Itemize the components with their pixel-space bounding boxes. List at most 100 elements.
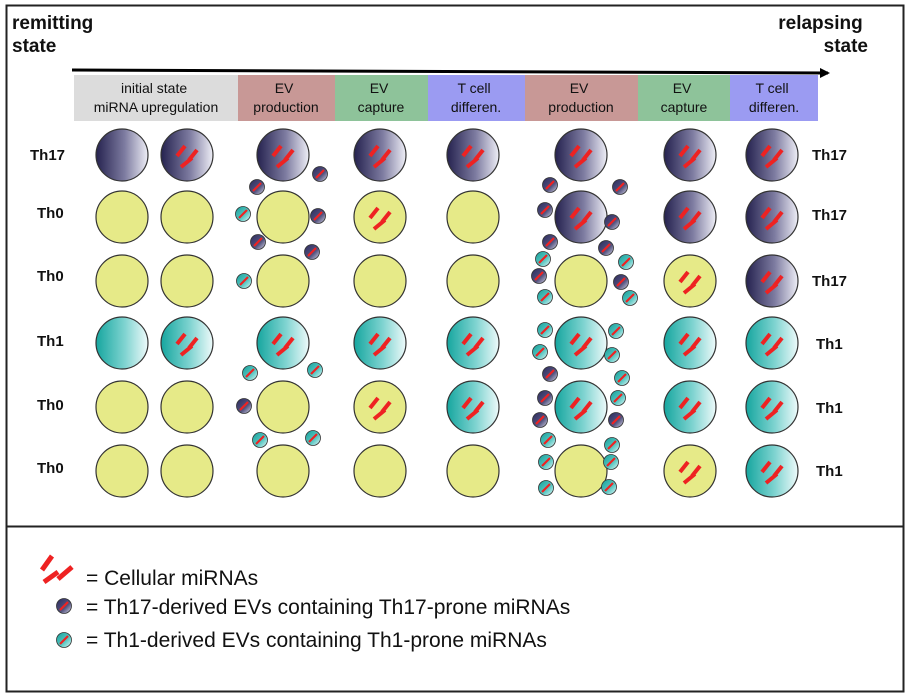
legend-mirna-icon (39, 554, 74, 585)
stage-5-box (525, 75, 638, 121)
cell-r2-c1 (95, 190, 149, 244)
ev-particle-35 (540, 432, 556, 448)
ev-particle-5 (250, 234, 266, 250)
start-label-line-2: state (12, 36, 56, 57)
row-1-end-label: Th17 (812, 147, 847, 164)
ev-particle-14 (612, 179, 628, 195)
cell-r6-c7 (663, 444, 717, 498)
row-6-end-label: Th1 (816, 463, 843, 480)
ev-particle-17 (542, 234, 558, 250)
legend-frame (5, 525, 905, 693)
cell-r4-c8 (745, 316, 799, 370)
ev-particle-26 (608, 323, 624, 339)
ev-particle-36 (604, 437, 620, 453)
cell-r5-c5 (446, 380, 500, 434)
cell-r6-c4 (353, 444, 407, 498)
cell-r5-c8 (745, 380, 799, 434)
cell-r6-c8 (745, 444, 799, 498)
stage-3-box (335, 75, 428, 121)
legend-th1-ev-icon (56, 632, 72, 648)
cell-r5-c6 (554, 380, 608, 434)
ev-particle-6 (304, 244, 320, 260)
ev-particle-32 (610, 390, 626, 406)
cell-r1-c2 (160, 128, 214, 182)
cell-r5-c4 (353, 380, 407, 434)
ev-particle-21 (531, 268, 547, 284)
cell-r4-c7 (663, 316, 717, 370)
row-3-start-label: Th0 (37, 268, 64, 285)
stage-1-label: initial state miRNA upregulation (94, 80, 219, 115)
cell-r1-c8 (745, 128, 799, 182)
cell-grid (95, 128, 799, 498)
stage-4-box (428, 75, 525, 121)
stage-2-label: EV production (253, 80, 318, 115)
ev-particle-1 (249, 179, 265, 195)
cell-r3-c4 (353, 254, 407, 308)
ev-particle-22 (613, 274, 629, 290)
cell-r5-c3 (256, 380, 310, 434)
ev-particle-39 (538, 480, 554, 496)
ev-particle-37 (538, 454, 554, 470)
cell-r3-c1 (95, 254, 149, 308)
cell-r4-c5 (446, 316, 500, 370)
stage-6-label: EV capture (661, 80, 708, 115)
legend-th17-ev-icon (56, 598, 72, 614)
cell-r2-c7 (663, 190, 717, 244)
cell-r3-c3 (256, 254, 310, 308)
cell-r3-c2 (160, 254, 214, 308)
row-5-end-label: Th1 (816, 400, 843, 417)
ev-particle-33 (532, 412, 548, 428)
cell-r1-c4 (353, 128, 407, 182)
cell-r2-c3 (256, 190, 310, 244)
ev-particle-20 (618, 254, 634, 270)
cell-r2-c5 (446, 190, 500, 244)
ev-particles (235, 166, 638, 496)
ev-particle-16 (604, 214, 620, 230)
stage-4-label: T cell differen. (451, 80, 501, 115)
cell-r5-c7 (663, 380, 717, 434)
cell-r1-c6 (554, 128, 608, 182)
cell-r6-c6 (554, 444, 608, 498)
row-3-end-label: Th17 (812, 273, 847, 290)
legend-item-th1-ev: = Th1-derived EVs containing Th1-prone m… (86, 629, 547, 652)
stage-6-box (638, 75, 730, 121)
row-1-start-label: Th17 (30, 147, 65, 164)
ev-particle-11 (305, 430, 321, 446)
cell-r4-c4 (353, 316, 407, 370)
cell-r2-c2 (160, 190, 214, 244)
cell-r3-c5 (446, 254, 500, 308)
cell-r6-c5 (446, 444, 500, 498)
ev-particle-13 (542, 177, 558, 193)
row-4-end-label: Th1 (816, 336, 843, 353)
ev-particle-31 (537, 390, 553, 406)
row-labels: Th17 Th0 Th0 Th1 Th0 Th0 Th17 Th17 Th17 … (30, 147, 847, 480)
ev-particle-27 (532, 344, 548, 360)
cell-r3-c6 (554, 254, 608, 308)
end-label-line-1: relapsing (778, 13, 862, 34)
stage-band: initial state miRNA upregulation EV prod… (74, 75, 818, 121)
legend-item-mirna: = Cellular miRNAs (86, 567, 258, 590)
cell-r6-c3 (256, 444, 310, 498)
end-label-line-2: state (824, 36, 868, 57)
ev-particle-2 (312, 166, 328, 182)
cell-r4-c6 (554, 316, 608, 370)
row-4-start-label: Th1 (37, 333, 64, 350)
row-5-start-label: Th0 (37, 397, 64, 414)
legend-item-th17-ev: = Th17-derived EVs containing Th17-prone… (86, 596, 570, 619)
cell-r6-c2 (160, 444, 214, 498)
ev-particle-30 (614, 370, 630, 386)
ev-particle-8 (242, 365, 258, 381)
ev-particle-12 (252, 432, 268, 448)
ev-particle-28 (604, 347, 620, 363)
stage-5-label: EV production (548, 80, 613, 115)
end-label: relapsing state (778, 13, 868, 57)
stage-7-box (730, 75, 818, 121)
ev-particle-34 (608, 412, 624, 428)
legend-symbols (39, 554, 74, 648)
row-2-start-label: Th0 (37, 205, 64, 222)
cell-r1-c3 (256, 128, 310, 182)
cell-r3-c7 (663, 254, 717, 308)
cell-r4-c1 (95, 316, 149, 370)
